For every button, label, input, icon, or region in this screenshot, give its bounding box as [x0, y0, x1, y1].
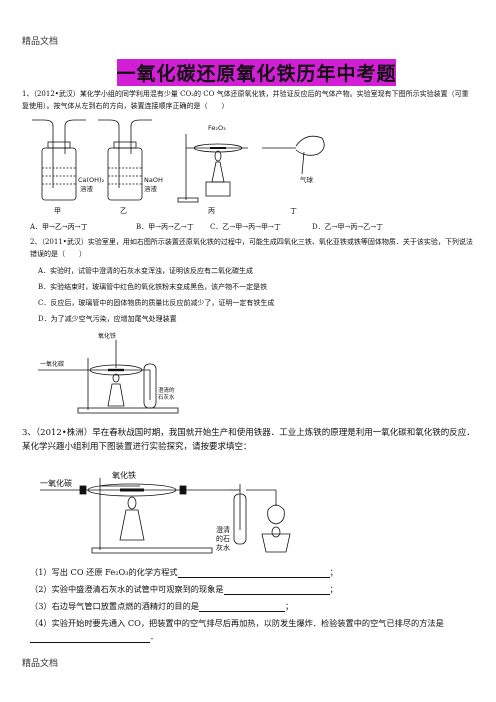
label-balloon: 气球 — [300, 175, 314, 184]
page-title-banner: 一氧化碳还原氧化铁历年中考题 — [117, 59, 396, 86]
label-fe2o3-q2: 氧化铁 — [98, 332, 116, 340]
label-lime-q3-2: 的石 — [216, 534, 230, 543]
label-jia: 甲 — [54, 207, 61, 215]
question-3-text: 3、（2012•株洲）早在春秋战国时期，我国就开始生产和使用铁器．工业上炼铁的原… — [22, 428, 475, 452]
q3-sub-4: （4）实验开始时要先通入 CO，把装置中的空气排尽后再加热，以防发生爆炸．检验装… — [30, 618, 444, 643]
q3-sub-3: （3）右边导气管口放置点燃的酒精灯的目的是； — [30, 601, 294, 612]
q2-option-a: A．实验时，试管中澄清的石灰水变浑浊，证明该反应有二氧化碳生成 — [38, 267, 254, 275]
q2-option-d: D．为了减少空气污染，应增加尾气处理装置 — [38, 315, 177, 323]
q1-option-d: D．乙→甲→丙→乙→丁 — [312, 223, 384, 231]
q1-option-c: C．乙→甲→丙→甲→丁 — [210, 223, 281, 231]
label-co-q3: 一氧化碳 — [40, 478, 72, 488]
watermark-bottom: 精品文档 — [22, 659, 59, 669]
label-ding: 丁 — [290, 207, 297, 215]
label-bing: 丙 — [208, 207, 215, 215]
label-naoh: NaOH — [144, 176, 163, 184]
answer-blank-4[interactable] — [30, 633, 150, 643]
label-lime-q2: 澄清的 — [158, 386, 175, 394]
answer-blank-1[interactable] — [177, 568, 330, 578]
label-co-q2: 一氧化碳 — [40, 360, 64, 368]
apparatus-bing — [177, 134, 248, 203]
bottle-yi — [98, 119, 152, 201]
question-2-text: 2、（2011•武汉）实验室里，用如右图所示装置还原氧化铁的过程中，可能生成四氧… — [30, 238, 473, 258]
question-3-figure: 一氧化碳 氧化铁 澄清 的石 灰水 — [40, 470, 291, 554]
label-caoh2-solution: 溶液 — [80, 184, 94, 193]
q2-option-b: B．实验结束时，玻璃管中红色的氧化铁粉末变成黑色，该产物不一定是铁 — [38, 283, 268, 291]
label-lime-q2-2: 石灰水 — [158, 393, 175, 401]
label-lime-q3: 澄清 — [216, 525, 230, 534]
question-1-text: 1、（2012•武汉）某化学小组的同学利用混有少量 CO₂的 CO 气体还原氧化… — [22, 90, 469, 110]
label-naoh-solution: 溶液 — [144, 184, 158, 193]
answer-blank-3[interactable] — [198, 602, 285, 612]
label-fe2o3: Fe₂O₃ — [208, 124, 226, 132]
watermark-top: 精品文档 — [22, 37, 59, 47]
q2-option-c: C．反应后，玻璃管中的固体物质的质量比反应前减少了，证明一定有铁生成 — [38, 299, 275, 307]
answer-blank-2[interactable] — [223, 585, 330, 595]
q1-option-a: A．甲→乙→丙→丁 — [30, 223, 88, 231]
question-1-figure: 甲 Ca(OH)₂ 溶液 NaOH 溶液 乙 Fe₂O₃ 丙 气球 丁 — [32, 119, 325, 215]
balloon-ding — [262, 135, 325, 175]
label-fe2o3-q3: 氧化铁 — [112, 470, 136, 480]
label-yi: 乙 — [120, 207, 127, 215]
page-title: 一氧化碳还原氧化铁历年中考题 — [116, 63, 397, 85]
q3-sub-1: （1）写出 CO 还原 Fe₂O₃的化学方程式； — [30, 567, 338, 578]
q3-sub-2: （2）实验中盛澄清石灰水的试管中可观察到的现象是； — [30, 584, 338, 595]
label-caoh2: Ca(OH)₂ — [78, 176, 105, 184]
bottle-jia — [32, 119, 86, 201]
label-lime-q3-3: 灰水 — [216, 543, 230, 552]
q1-option-b: B．甲→丙→乙→丁 — [136, 223, 194, 231]
question-2-figure: 一氧化碳 氧化铁 澄清的 石灰水 — [38, 332, 179, 414]
